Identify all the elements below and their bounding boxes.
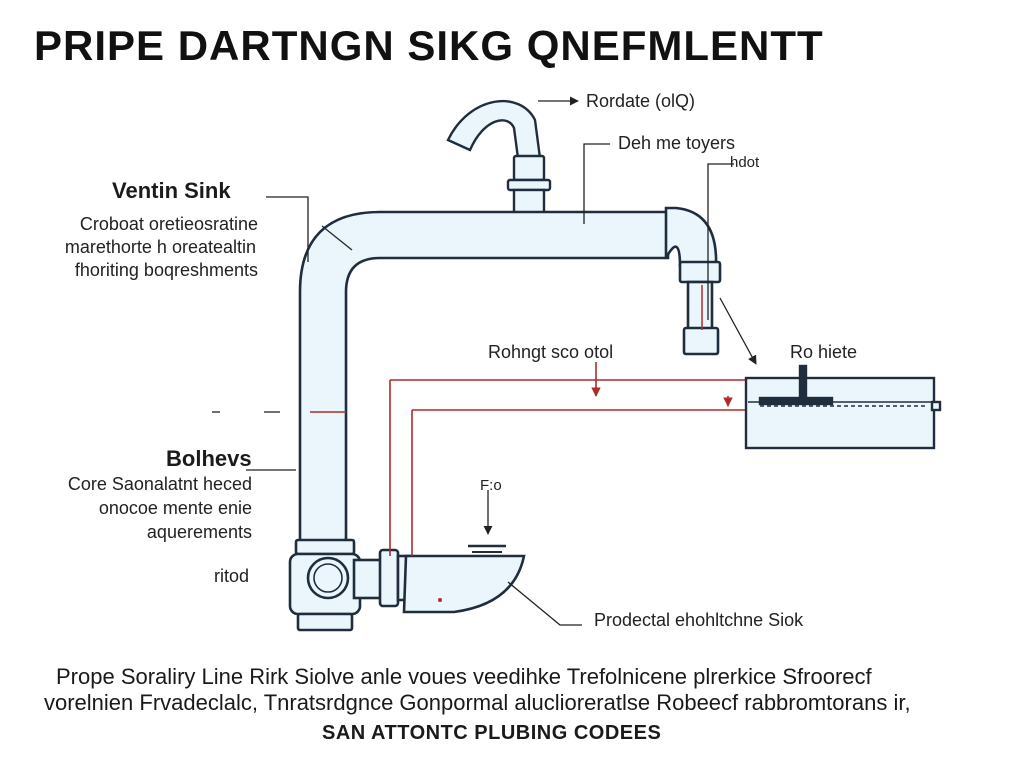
- label-bolhevs-line3: aquerements: [146, 522, 252, 542]
- label-deh-line2: hdot: [730, 154, 760, 171]
- label-leader-lines: [212, 96, 757, 626]
- label-fo: F:o: [480, 477, 502, 494]
- vent-pipe-main: [298, 206, 722, 562]
- label-rohngt: Rohngt sco otol: [488, 342, 614, 362]
- p-trap-fitting: [288, 538, 414, 632]
- label-ventin-line3: fhoriting boqreshments: [74, 260, 258, 280]
- label-ventin-heading: Ventin Sink: [112, 178, 231, 203]
- vent-lines: [310, 362, 748, 556]
- footer-line-2: vorelnien Frvadeclalc, Tnratsrdgnce Gonp…: [44, 690, 911, 715]
- label-bolhevs-heading: Bolhevs: [166, 446, 252, 471]
- label-ventin-line1: Croboat oretieosratine: [79, 214, 258, 234]
- label-bolhevs-line1: Core Saonalatnt heced: [67, 474, 252, 494]
- footer-line-1: Prope Soraliry Line Rirk Siolve anle vou…: [56, 664, 872, 689]
- label-ventin-line2: marethorte h oreatealtin: [64, 237, 256, 257]
- label-prodectal: Prodectal ehohltchne Siok: [594, 610, 804, 630]
- side-fixture-box: [744, 364, 942, 450]
- label-rordate: Rordate (olQ): [586, 91, 696, 111]
- label-deh-line1: Deh me toyers: [618, 133, 736, 153]
- faucet-spout: [446, 99, 552, 216]
- sink-basin: [402, 544, 526, 614]
- label-bolhevs-line2: onocoe mente enie: [98, 498, 252, 518]
- diagram-title: PRIPE DARTNGN SIKG QNEFMLENTT: [34, 22, 824, 69]
- footer-line-3: SAN ATTONTC PLUBING CODEES: [322, 722, 662, 744]
- label-ritod: ritod: [214, 566, 250, 586]
- label-ro-hiete: Ro hiete: [790, 342, 858, 362]
